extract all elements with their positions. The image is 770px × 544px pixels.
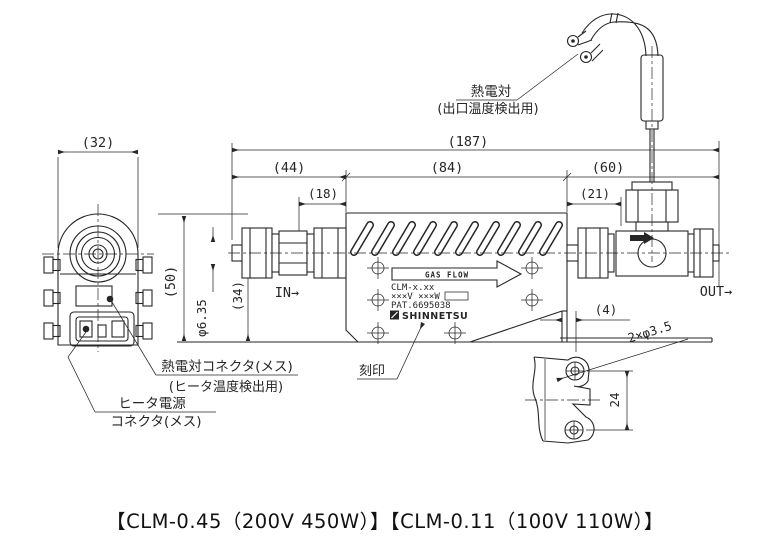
tc-connector-label: 熱電対コネクタ(メス)	[161, 359, 293, 375]
dim-84-text: (84)	[431, 160, 464, 176]
out-label: OUT→	[700, 284, 733, 300]
shinnetsu-logo-text: SHINNETSU	[402, 311, 468, 322]
side-bolts	[43, 256, 153, 340]
side-view: GAS FLOW CLM-x.xx ×××V ×××W PAT.6695038 …	[177, 212, 713, 344]
dim-21-text: (21)	[580, 186, 610, 201]
dim-50-text: (50)	[163, 266, 179, 299]
heater-power-label-2: コネクタ(メス)	[111, 414, 202, 430]
nameplate-model: CLM-x.xx	[391, 283, 435, 293]
engraving-label: 刻印	[359, 364, 385, 379]
heater-power-label-1: ヒータ電源	[118, 396, 186, 412]
tc-connector-note: (ヒータ温度検出用)	[169, 379, 283, 395]
ring-terminals	[566, 30, 604, 64]
dim-60-text: (60)	[592, 160, 625, 176]
tc-connector-point	[106, 295, 114, 303]
dim-24-text: 24	[607, 392, 622, 407]
thermocouple-note: (出口温度検出用)	[437, 101, 538, 117]
top-dimensions: (187) (44) (84) (60) (18) (21)	[231, 134, 720, 286]
vent-slots	[350, 221, 563, 256]
dim-32: (32)	[57, 135, 139, 248]
dim-34-text: (34)	[230, 281, 245, 311]
nameplate-rating: ×××V ×××W	[391, 292, 440, 302]
dim-4-text: (4)	[595, 302, 618, 317]
gas-flow-label: GAS FLOW	[425, 271, 469, 280]
in-label: IN→	[275, 285, 299, 301]
dim-187-text: (187)	[448, 134, 489, 150]
model-caption: 【CLM-0.45（200V 450W）】【CLM-0.11（100V 110W…	[106, 510, 664, 533]
labels: 熱電対 (出口温度検出用) IN→ OUT→ 刻印 熱電対コネクタ(メス) (ヒ…	[67, 53, 733, 430]
thermocouple-label: 熱電対	[471, 84, 512, 100]
heater-power-point	[82, 325, 90, 333]
nameplate: CLM-x.xx ×××V ×××W PAT.6695038 SHINNETSU	[390, 283, 469, 322]
dim-4: (4)	[540, 302, 630, 352]
dim-18-text: (18)	[308, 186, 338, 201]
dim-dia635-text: φ6.35	[194, 299, 209, 337]
nameplate-patent: PAT.6695038	[391, 301, 451, 311]
flow-direction-arrow	[630, 232, 654, 244]
left-dimensions: (50) φ6.35 (34)	[158, 213, 251, 341]
screw-marks	[367, 257, 543, 344]
thermocouple	[566, 12, 664, 262]
dim-32-text: (32)	[82, 135, 115, 151]
drawing-canvas: (32) (187) (44) (84) (60) (18) (21) (50)…	[42, 12, 733, 444]
front-view	[42, 204, 154, 352]
dim-44-text: (44)	[273, 160, 306, 176]
gas-flow-arrow	[391, 260, 523, 288]
dim-holes-text: 2×φ3.5	[626, 318, 674, 346]
